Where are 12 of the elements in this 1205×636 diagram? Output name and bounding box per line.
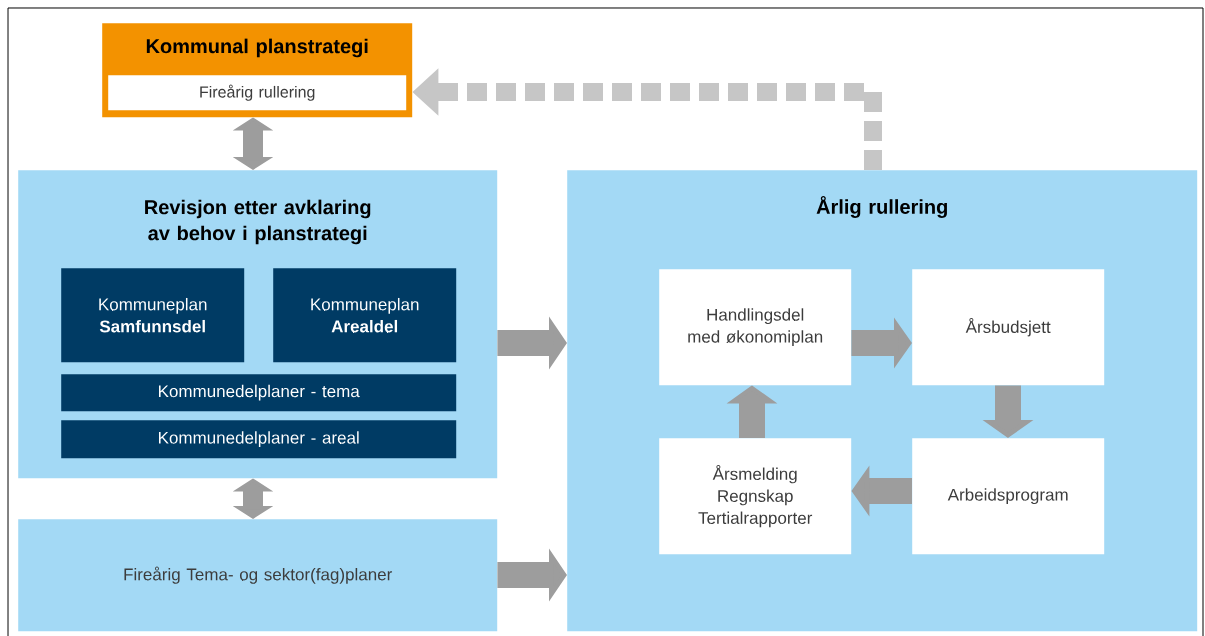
process-box: Årsmelding Regnskap Tertialrapporter <box>659 438 852 555</box>
arrow <box>232 478 274 519</box>
process-box: Årsbudsjett <box>912 269 1105 386</box>
plan-box: Kommuneplan Samfunnsdel <box>61 268 245 363</box>
process-box: Arbeidsprogram <box>912 438 1105 555</box>
process-box: Handlingsdel med økonomiplan <box>659 269 852 386</box>
plan-bar: Kommunedelplaner - tema <box>61 374 457 412</box>
plan-bar: Kommunedelplaner - areal <box>61 420 457 459</box>
subtitle-box: Fireårig rullering <box>108 75 407 111</box>
plan-panel: Fireårig Tema- og sektor(fag)planer <box>18 519 498 632</box>
plan-box: Kommuneplan Arealdel <box>273 268 457 363</box>
arrow <box>232 117 274 170</box>
